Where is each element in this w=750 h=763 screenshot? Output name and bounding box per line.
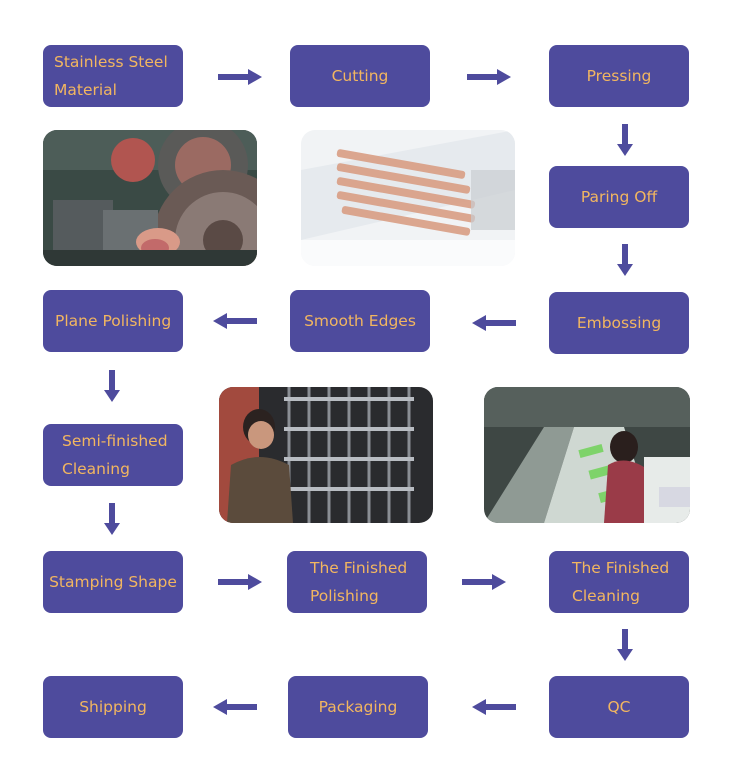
step-label: Shipping: [79, 698, 147, 716]
arrow-down-icon: [617, 124, 633, 156]
step-label: Cutting: [331, 67, 389, 85]
step-embossing: Embossing: [549, 292, 689, 354]
step-stainless-steel-material: Stainless Steel Material: [43, 45, 183, 107]
step-label: Paring Off: [580, 188, 658, 206]
arrow-down-icon: [617, 244, 633, 276]
step-label: The Finished Polishing: [310, 559, 408, 605]
step-label: The Finished Cleaning: [572, 559, 670, 605]
arrow-right-icon: [218, 69, 262, 85]
step-semi-finished-cleaning: Semi-finished Cleaning: [43, 424, 183, 486]
step-label: Stamping Shape: [49, 573, 177, 591]
step-finished-cleaning: The Finished Cleaning: [549, 551, 689, 613]
arrow-down-icon: [104, 370, 120, 402]
step-packaging: Packaging: [288, 676, 428, 738]
step-label: Smooth Edges: [304, 312, 416, 330]
step-label: Stainless Steel Material: [54, 53, 168, 99]
step-smooth-edges: Smooth Edges: [290, 290, 430, 352]
step-stamping-shape: Stamping Shape: [43, 551, 183, 613]
arrow-down-icon: [617, 629, 633, 661]
step-qc: QC: [549, 676, 689, 738]
arrow-left-icon: [213, 699, 257, 715]
step-label: Packaging: [318, 698, 398, 716]
step-label: Plane Polishing: [55, 312, 172, 330]
packaging-line-photo: [484, 387, 690, 523]
step-label: Pressing: [586, 67, 652, 85]
polishing-rack-worker-photo: [219, 387, 433, 523]
step-pressing: Pressing: [549, 45, 689, 107]
arrow-right-icon: [218, 574, 262, 590]
arrow-left-icon: [213, 313, 257, 329]
step-shipping: Shipping: [43, 676, 183, 738]
step-paring-off: Paring Off: [549, 166, 689, 228]
arrow-right-icon: [467, 69, 511, 85]
step-finished-polishing: The Finished Polishing: [287, 551, 427, 613]
step-label: Semi-finished Cleaning: [62, 432, 168, 478]
arrow-left-icon: [472, 315, 516, 331]
cutting-machine-photo: [43, 130, 257, 266]
step-plane-polishing: Plane Polishing: [43, 290, 183, 352]
step-cutting: Cutting: [290, 45, 430, 107]
step-label: Embossing: [576, 314, 662, 332]
arrow-right-icon: [462, 574, 506, 590]
pressing-cutlery-blanks-photo: [301, 130, 515, 266]
arrow-left-icon: [472, 699, 516, 715]
arrow-down-icon: [104, 503, 120, 535]
step-label: QC: [607, 698, 631, 716]
